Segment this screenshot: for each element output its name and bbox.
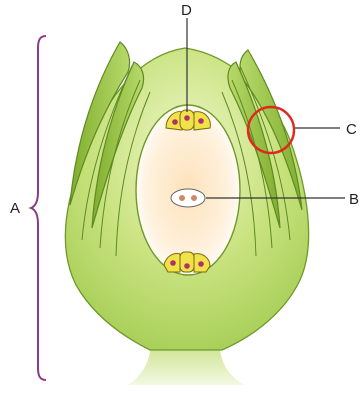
label-d: D	[181, 2, 192, 19]
antipodal-cells	[164, 252, 210, 272]
label-b: B	[349, 191, 359, 208]
label-a: A	[10, 200, 20, 217]
polar-nuclei	[171, 189, 205, 207]
label-c: C	[346, 121, 357, 138]
brace-a	[31, 36, 46, 380]
